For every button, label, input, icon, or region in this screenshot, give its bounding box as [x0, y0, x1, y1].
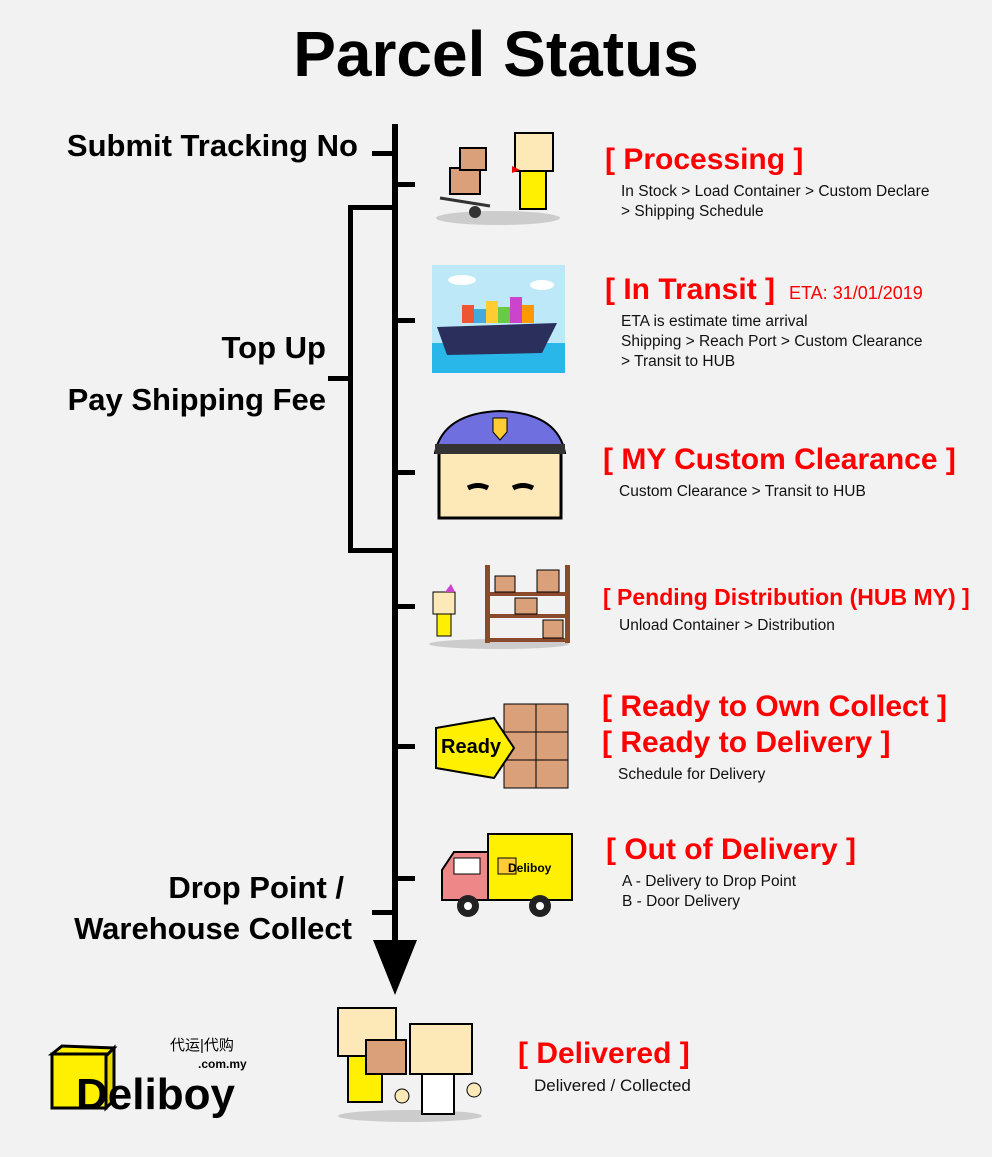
desc-line: Unload Container > Distribution	[619, 616, 835, 634]
stage-pending-distribution: [ Pending Distribution (HUB MY) ] Unload…	[603, 584, 986, 636]
tick-stage-4	[395, 604, 415, 609]
timeline-line	[392, 124, 398, 950]
tick-stage-1	[395, 182, 415, 187]
delivery-truck-illustration	[441, 833, 573, 917]
stage-title-delivered: [ Delivered ]	[518, 1037, 690, 1070]
cargo-ship-illustration	[432, 265, 565, 373]
desc-line: A - Delivery to Drop Point	[622, 873, 797, 890]
deliboy-logo: 代运|代购 .com.my Deliboy	[48, 1038, 248, 1122]
stage-title-pending-distribution: [ Pending Distribution (HUB MY) ]	[603, 584, 970, 610]
stage-desc-custom-clearance: Custom Clearance > Transit to HUB	[619, 482, 986, 502]
stage-ready: [ Ready to Own Collect ] [ Ready to Deli…	[602, 689, 986, 785]
ready-badge: Ready	[441, 736, 502, 758]
stage-custom-clearance: [ MY Custom Clearance ] Custom Clearance…	[603, 442, 986, 502]
customs-officer-illustration	[433, 409, 567, 520]
stage-desc-pending-distribution: Unload Container > Distribution	[619, 616, 986, 636]
label-submit-tracking: Submit Tracking No	[66, 128, 358, 163]
stage-delivered: [ Delivered ] Delivered / Collected	[518, 1036, 986, 1096]
desc-line: Delivered / Collected	[534, 1076, 691, 1095]
eta-text: ETA: 31/01/2019	[789, 283, 923, 303]
logo-name: Deliboy	[76, 1070, 235, 1119]
tick-stage-2	[395, 318, 415, 323]
desc-line: In Stock > Load Container > Custom Decla…	[621, 183, 930, 200]
logo-box-icon	[48, 1044, 118, 1112]
stage-desc-in-transit: ETA is estimate time arrival Shipping > …	[621, 312, 986, 372]
worker-trolley-illustration	[436, 132, 560, 225]
label-warehouse-collect: Warehouse Collect	[74, 911, 352, 946]
tick-stage-5	[395, 744, 415, 749]
desc-line: > Shipping Schedule	[621, 203, 764, 220]
timeline-arrowhead	[373, 940, 417, 995]
desc-line: Custom Clearance > Transit to HUB	[619, 483, 866, 500]
tick-drop	[372, 910, 394, 915]
stage-title-out-of-delivery: [ Out of Delivery ]	[606, 833, 857, 866]
tick-topup	[328, 376, 350, 381]
tick-stage-3	[395, 470, 415, 475]
tick-stage-6	[395, 876, 415, 881]
stage-in-transit: [ In Transit ] ETA: 31/01/2019 ETA is es…	[605, 272, 986, 372]
topup-bracket	[348, 205, 397, 553]
stage-desc-delivered: Delivered / Collected	[534, 1076, 986, 1096]
desc-line: ETA is estimate time arrival	[621, 313, 808, 330]
stage-desc-processing: In Stock > Load Container > Custom Decla…	[621, 182, 986, 222]
logo-domain: .com.my	[198, 1057, 247, 1071]
label-pay-shipping: Pay Shipping Fee	[67, 382, 326, 417]
stage-title-in-transit: [ In Transit ]	[605, 273, 776, 306]
tick-submit	[372, 151, 394, 156]
stage-desc-out-of-delivery: A - Delivery to Drop Point B - Door Deli…	[622, 872, 986, 912]
stage-out-of-delivery: [ Out of Delivery ] A - Delivery to Drop…	[606, 832, 986, 912]
stage-title-processing: [ Processing ]	[605, 143, 804, 176]
in-transit-heading-row: [ In Transit ] ETA: 31/01/2019	[605, 272, 986, 308]
label-drop-point: Drop Point /	[168, 870, 344, 905]
stage-title-custom-clearance: [ MY Custom Clearance ]	[603, 443, 956, 476]
stage-desc-ready: Schedule for Delivery	[618, 765, 986, 785]
truck-logo-text: Deliboy	[508, 861, 552, 875]
page-title: Parcel Status	[293, 18, 699, 90]
desc-line: Shipping > Reach Port > Custom Clearance	[621, 333, 923, 350]
desc-line: Schedule for Delivery	[618, 766, 766, 783]
desc-line: B - Door Delivery	[622, 893, 740, 910]
logo-chinese: 代运|代购	[170, 1037, 234, 1054]
warehouse-shelf-illustration	[429, 565, 570, 649]
label-top-up: Top Up	[221, 330, 326, 365]
ready-boxes-illustration	[435, 703, 569, 789]
stage-title-ready-collect: [ Ready to Own Collect ]	[602, 690, 948, 723]
delivered-characters-illustration	[337, 1007, 482, 1122]
stage-processing: [ Processing ] In Stock > Load Container…	[605, 142, 986, 222]
stage-title-ready-delivery: [ Ready to Delivery ]	[602, 726, 891, 759]
desc-line: > Transit to HUB	[621, 353, 736, 370]
